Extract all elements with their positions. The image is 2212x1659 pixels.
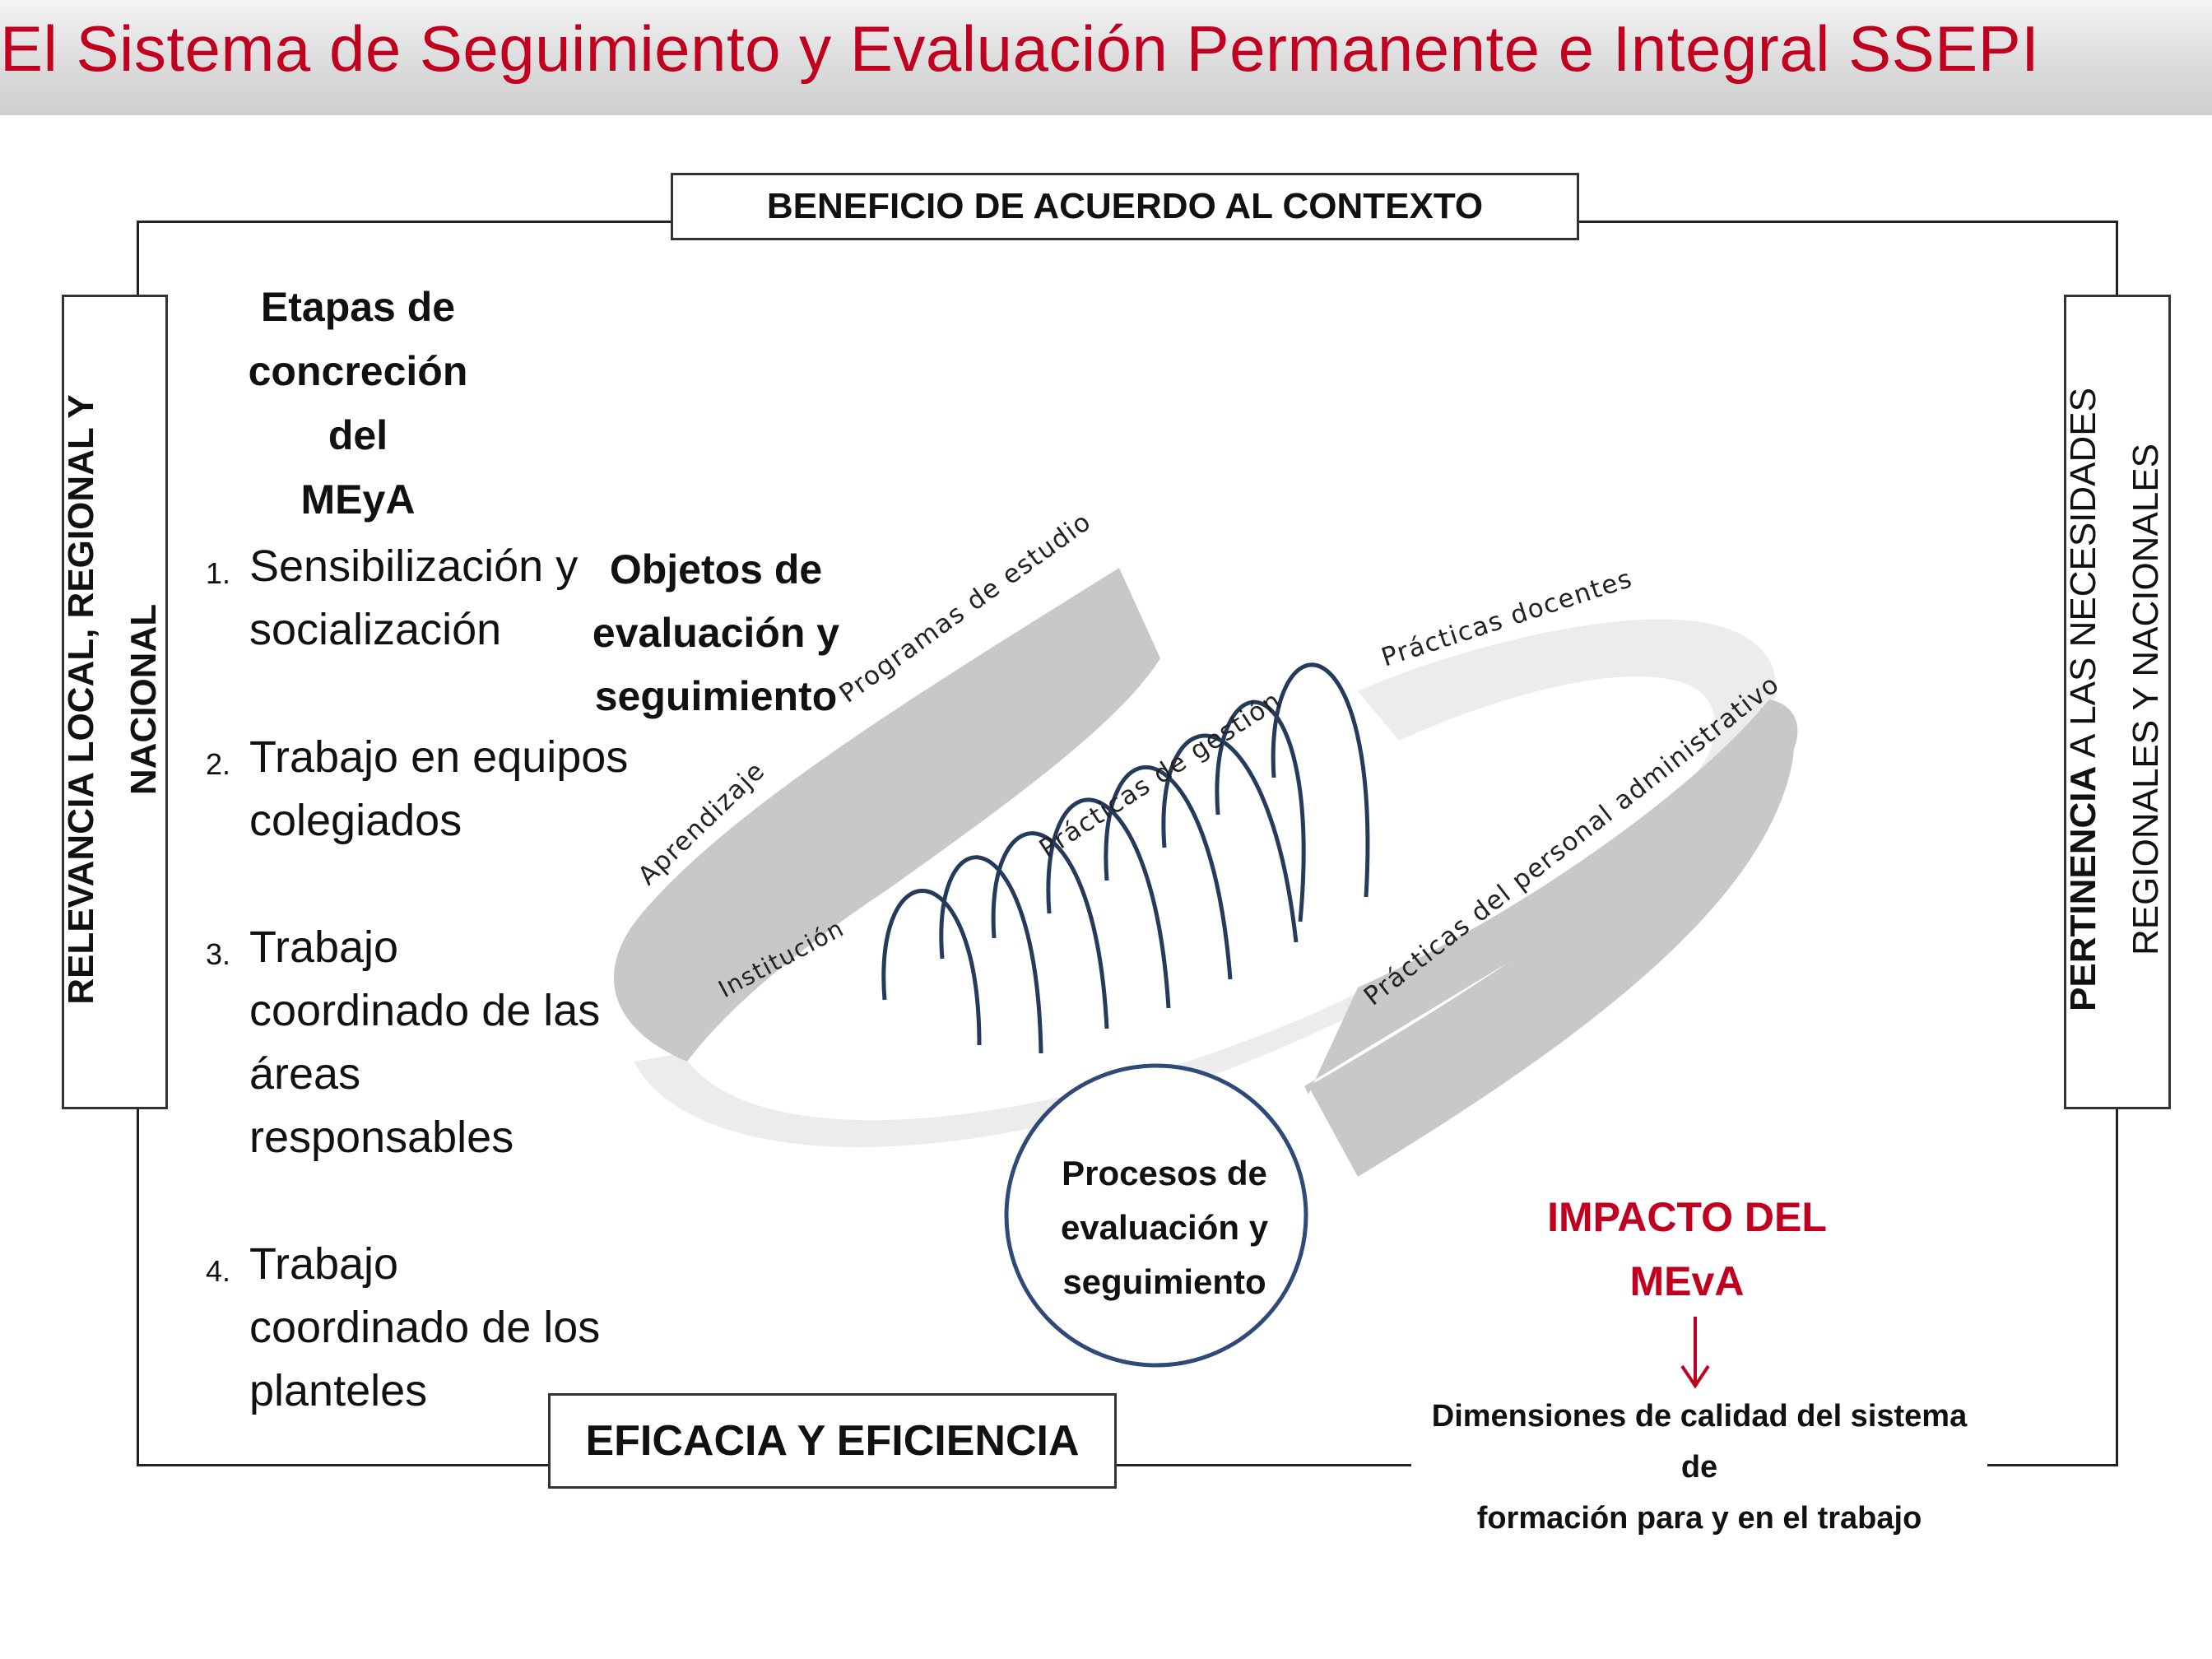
coil-arc [1161, 733, 1299, 943]
step-text: Sensibilización y [249, 541, 579, 591]
down-arrow-icon [1680, 1317, 1710, 1389]
step-text: responsables [249, 1113, 514, 1162]
objetos-line: Objetos de [609, 546, 823, 592]
impacto-line: MEvA [1629, 1258, 1745, 1304]
coil-arc [1046, 797, 1171, 1009]
step-text: coordinado de los [249, 1303, 601, 1352]
step-text: coordinado de las [249, 986, 601, 1035]
step-text: planteles [249, 1366, 428, 1415]
coil-arc [991, 831, 1109, 1029]
ring-light-band [634, 619, 1777, 1148]
step-text: socialización [249, 605, 502, 654]
bottom-box-eficacia: EFICACIA Y EFICIENCIA [548, 1393, 1117, 1489]
step-number: 2. [206, 747, 231, 781]
coil-arc [1104, 765, 1233, 980]
step-text: Trabajo [249, 922, 399, 972]
bottom-box-label: EFICACIA Y EFICIENCIA [585, 1417, 1080, 1465]
step-text: colegiados [249, 796, 462, 845]
step-text: áreas [249, 1049, 361, 1099]
ring-dark-band-left [613, 568, 1160, 1062]
objetos-line: seguimiento [594, 673, 838, 719]
process-circle [1004, 1063, 1308, 1368]
dimensiones-line: Dimensiones de calidad del sistema de [1431, 1399, 1968, 1485]
coil-arc [881, 889, 982, 1046]
etapas-title-line: Etapas de [260, 284, 456, 330]
top-box-beneficio: BENEFICIO DE ACUERDO AL CONTEXTO [671, 173, 1579, 240]
title-band [0, 0, 2212, 115]
impacto-label: IMPACTO DEL MEvA [1522, 1185, 1852, 1313]
procesos-line: evaluación y [1060, 1208, 1269, 1247]
ring-dark-band-right [1304, 699, 1798, 1094]
dimensiones-line: formación para y en el trabajo [1476, 1501, 1922, 1536]
etapas-title-line: MEyA [300, 476, 416, 523]
left-vertical-box [62, 295, 168, 1109]
etapas-title: Etapas de concreción del MEyA [214, 275, 502, 532]
top-box-label: BENEFICIO DE ACUERDO AL CONTEXTO [766, 186, 1484, 226]
coil-arc [1215, 699, 1306, 922]
step-number: 3. [206, 937, 231, 971]
objetos-label: Objetos de evaluación y seguimiento [576, 538, 856, 728]
coil-arc [1271, 662, 1370, 898]
procesos-line: Procesos de [1062, 1154, 1267, 1192]
step-text: Trabajo [249, 1239, 399, 1289]
step-number: 4. [206, 1254, 231, 1288]
coil-arc [939, 855, 1043, 1054]
right-vertical-box [2064, 295, 2171, 1109]
step-number: 1. [206, 556, 231, 590]
page-title: El Sistema de Seguimiento y Evaluación P… [0, 12, 2040, 85]
procesos-label: Procesos de evaluación y seguimiento [1008, 1146, 1321, 1309]
step-text: Trabajo en equipos [249, 732, 629, 782]
impacto-line: IMPACTO DEL [1547, 1194, 1827, 1240]
procesos-line: seguimiento [1062, 1262, 1266, 1301]
coil-spring [881, 662, 1370, 1054]
etapas-title-line: concreción del [248, 348, 468, 458]
objetos-line: evaluación y [592, 610, 840, 656]
dimensiones-label: Dimensiones de calidad del sistema de fo… [1411, 1391, 1987, 1544]
ring-dark-band-right-end [1308, 708, 1795, 1177]
